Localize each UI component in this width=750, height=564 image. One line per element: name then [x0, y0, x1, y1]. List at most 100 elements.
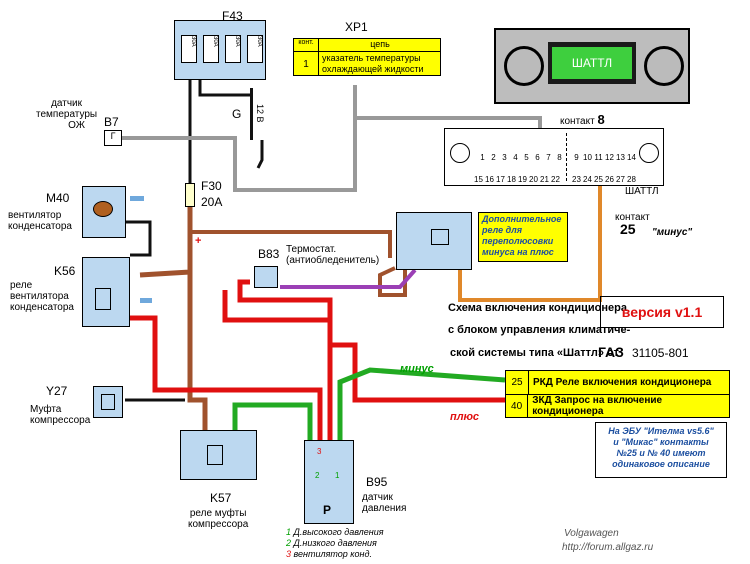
version-badge: версия v1.1 — [600, 296, 724, 328]
plus-label: плюс — [450, 411, 480, 423]
fuse-f30-code: F30 — [201, 179, 222, 193]
fuse-2: 30A — [203, 35, 219, 63]
extra-relay-box — [396, 212, 472, 270]
red-wire-k56 — [130, 315, 323, 440]
thermostat-box — [254, 266, 278, 288]
connector-right-mount — [639, 143, 659, 163]
temp-wire-gray — [122, 116, 542, 192]
fan-box — [82, 186, 126, 238]
temp-sensor-box: Г — [104, 130, 122, 146]
title-line2: с блоком управления климатиче- — [448, 324, 631, 336]
relay-k57-coil-icon — [207, 445, 223, 465]
fuse-box-code: F43 — [222, 9, 243, 23]
brown-wire-relay — [190, 230, 392, 258]
shattl-left-knob — [504, 46, 544, 86]
thermostat-code: B83 — [258, 247, 280, 261]
fuse-3: 30A — [225, 35, 241, 63]
fan-wire-black — [126, 220, 152, 257]
fuse-box: 30A 30A 30A 30A — [174, 20, 266, 80]
clutch-box — [93, 386, 123, 418]
fuse-f30 — [185, 183, 195, 207]
fuse-f30-rating: 20A — [201, 195, 223, 209]
fan-motor-icon — [93, 201, 113, 217]
pressure-sensor-box: 3 2 1 P — [304, 440, 354, 524]
contact25-word: контакт — [615, 212, 650, 223]
xp1-row-text-2: охлаждающей жидкости — [322, 64, 424, 74]
plus-sign: + — [195, 235, 202, 247]
shattl-unit: ШАТТЛ — [494, 28, 690, 104]
shattl-display-frame: ШАТТЛ — [548, 42, 636, 84]
battery-wire-black — [198, 75, 250, 97]
title-line3: ской системы типа «Шаттл» от — [450, 347, 619, 359]
relay-k57-code: K57 — [210, 491, 232, 505]
battery-symbol — [250, 88, 275, 140]
clutch-code: Y27 — [46, 384, 68, 398]
pressure-contact-3: 3 — [317, 447, 322, 456]
shattl-label: ШАТТЛ — [625, 186, 659, 197]
green-wire-k57 — [232, 402, 313, 440]
xp1-row-num: 1 — [294, 52, 319, 76]
red-wire-ecu — [222, 290, 505, 403]
xp1-header-contact: конт. — [294, 39, 319, 52]
brown-wire-main — [139, 205, 193, 278]
clutch-coil-icon — [101, 394, 115, 410]
red-wire-thermo — [237, 279, 333, 440]
minus-label: минус — [400, 363, 434, 375]
legend-item-1: 1 Д.высокого давления — [286, 527, 384, 537]
relay-k57-box — [180, 430, 257, 480]
purple-wire — [280, 268, 417, 289]
xp1-row-text-1: указатель температуры — [322, 53, 421, 63]
xp1-table: конт. цепь 1 указатель температуры охлаж… — [293, 38, 441, 76]
contact25-note: "минус" — [652, 227, 693, 238]
legend-item-2: 2 Д.низкого давления — [286, 538, 377, 548]
xp1-code: XP1 — [345, 20, 368, 34]
xp1-header-circuit: цепь — [319, 39, 441, 52]
credit-url[interactable]: http://forum.allgaz.ru — [562, 542, 654, 553]
legend-item-3: 3 вентилятор конд. — [286, 549, 372, 559]
shattl-right-knob — [644, 46, 684, 86]
brown-wire-k57 — [187, 272, 208, 430]
contact25-num: 25 — [620, 221, 636, 237]
k56-connector — [140, 298, 152, 303]
pressure-symbol: P — [323, 503, 332, 517]
contact8-label: контакт 8 — [560, 112, 605, 127]
battery-voltage: 12 В — [255, 104, 265, 123]
pressure-contact-1: 1 — [335, 471, 340, 480]
fuse-1: 30A — [181, 35, 197, 63]
relay-k56-box — [82, 257, 130, 327]
orange-wire — [458, 165, 602, 302]
fan-connector — [130, 196, 144, 201]
credit-name: Volgawagen — [564, 528, 619, 539]
fan-code: M40 — [46, 191, 70, 205]
connector-divider — [566, 133, 568, 181]
title-line1: Схема включения кондиционера — [448, 302, 627, 314]
battery-code: G — [232, 107, 242, 121]
extra-relay-coil-icon — [431, 229, 449, 245]
pressure-contact-2: 2 — [315, 471, 320, 480]
relay-k56-code: K56 — [54, 264, 76, 278]
title-model: 31105-801 — [632, 346, 689, 360]
battery-ground-wire — [256, 140, 264, 169]
relay-k56-coil-icon — [95, 288, 111, 310]
thermostat-desc: Термостат.(антиобледенитель) — [286, 244, 380, 266]
connector-left-mount — [450, 143, 470, 163]
pressure-sensor-code: B95 — [366, 475, 388, 489]
brown-wire-relay-loop — [378, 266, 407, 297]
temp-sensor-code: B7 — [104, 115, 119, 129]
shattl-display: ШАТТЛ — [552, 47, 632, 79]
green-wire-ecu — [337, 367, 506, 440]
